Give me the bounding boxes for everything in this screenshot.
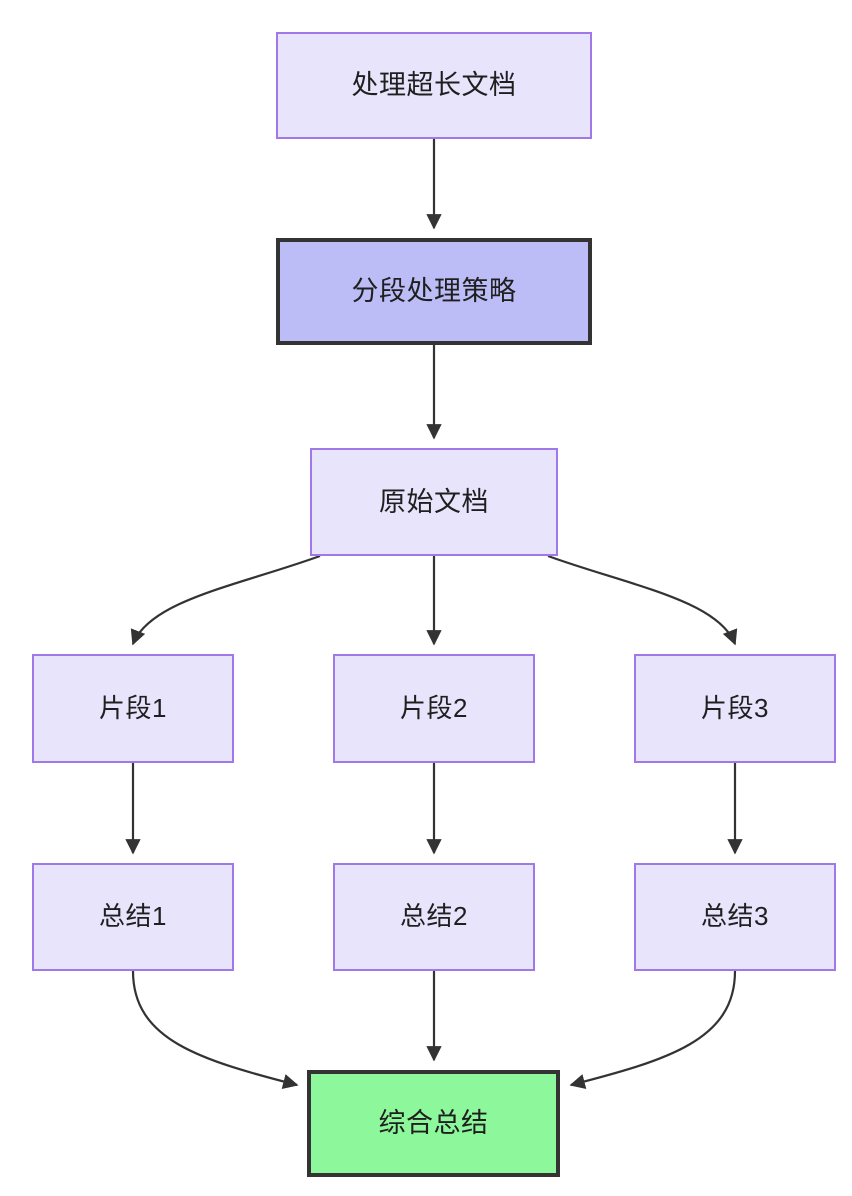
node-fragment-3[interactable]: 片段3 [634, 654, 836, 763]
node-summary-3-label: 总结3 [701, 901, 769, 932]
node-summary-2-label: 总结2 [400, 901, 468, 932]
edge-source-document-to-fragment-1 [130, 554, 321, 646]
edge-summary-1-to-final-summary [131, 970, 299, 1089]
node-fragment-2-label: 片段2 [400, 692, 468, 723]
node-source-document[interactable]: 原始文档 [310, 448, 558, 556]
edge-summary-3-to-final-summary [569, 970, 737, 1089]
node-fragment-2[interactable]: 片段2 [333, 654, 535, 763]
node-fragment-3-label: 片段3 [701, 692, 769, 723]
node-chunk-strategy[interactable]: 分段处理策略 [276, 238, 592, 345]
node-fragment-1-label: 片段1 [99, 692, 167, 723]
node-source-document-label: 原始文档 [379, 486, 489, 517]
node-summary-1[interactable]: 总结1 [32, 863, 234, 971]
node-long-document-label: 处理超长文档 [351, 70, 517, 101]
node-final-summary-label: 综合总结 [378, 1108, 489, 1139]
node-summary-3[interactable]: 总结3 [634, 863, 836, 971]
node-chunk-strategy-label: 分段处理策略 [351, 276, 517, 307]
node-final-summary[interactable]: 综合总结 [307, 1070, 560, 1177]
edge-source-document-to-fragment-3 [547, 554, 738, 646]
node-long-document[interactable]: 处理超长文档 [276, 32, 592, 139]
node-summary-2[interactable]: 总结2 [333, 863, 535, 971]
node-summary-1-label: 总结1 [99, 901, 167, 932]
node-fragment-1[interactable]: 片段1 [32, 654, 234, 763]
